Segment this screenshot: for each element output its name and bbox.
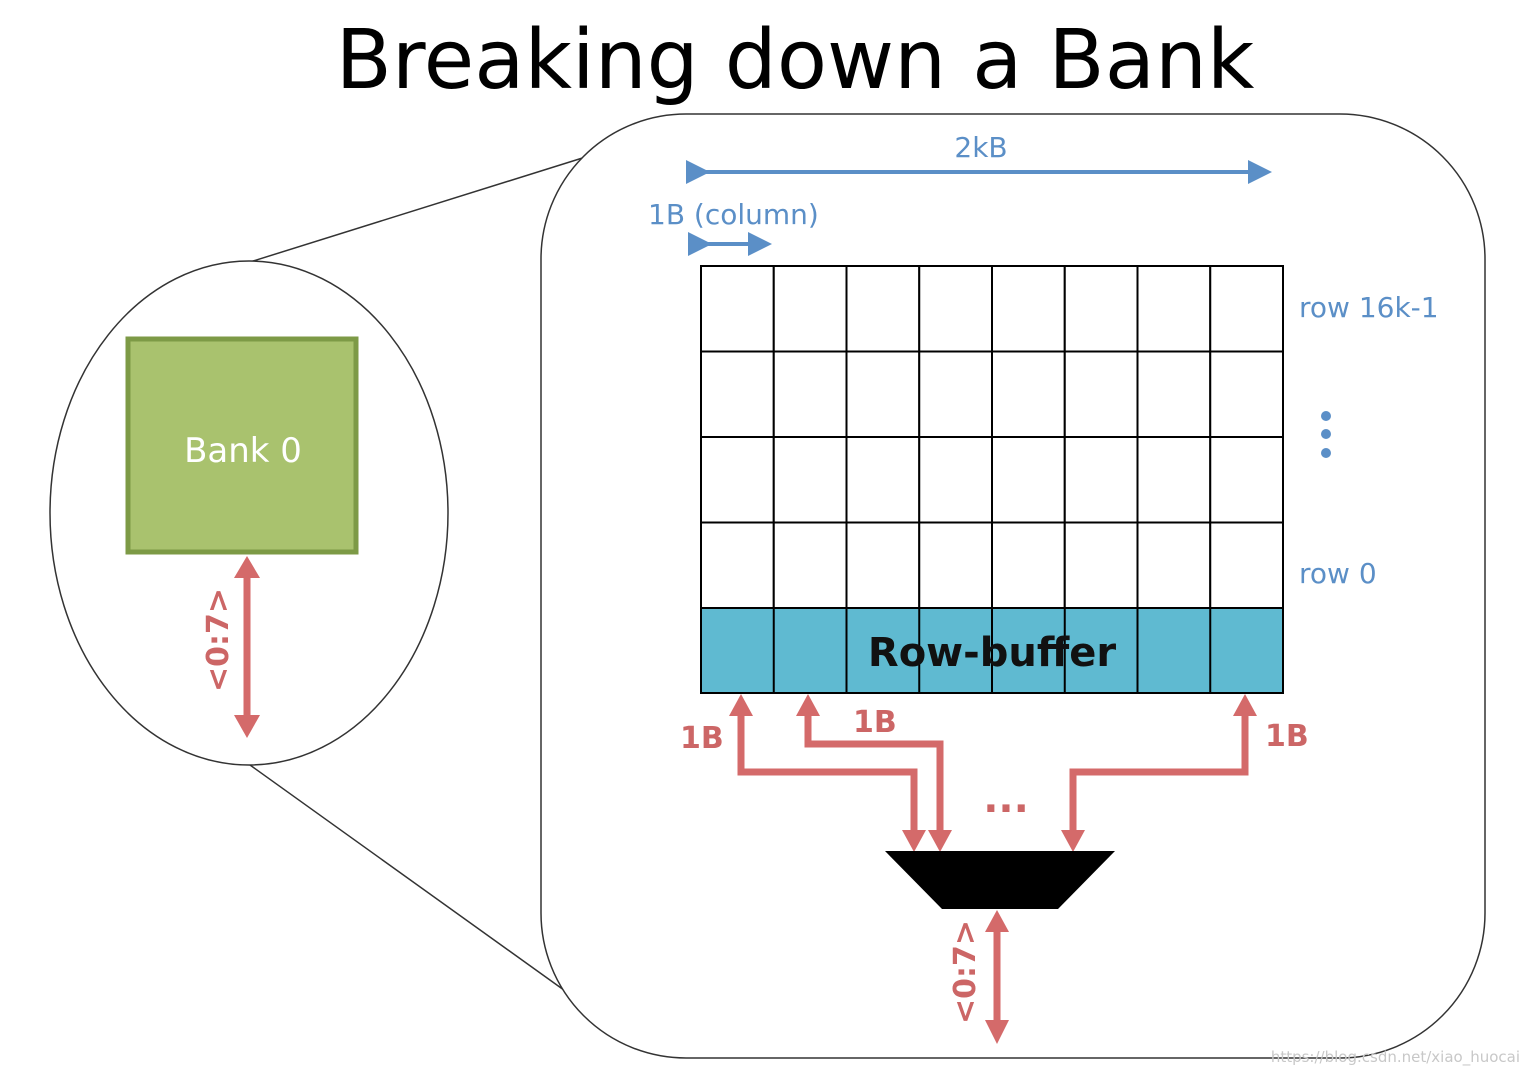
memory-cell (772, 436, 848, 524)
rows-ellipsis-dot (1321, 411, 1331, 421)
byte-lane-arrow-1 (729, 694, 926, 852)
byte-lane-label-1: 1B (680, 721, 724, 756)
memory-cell (772, 265, 848, 353)
memory-cell (1209, 521, 1284, 609)
memory-cell (700, 350, 775, 438)
row-buffer-dividers (772, 608, 1212, 693)
byte-lane-arrow-3 (1061, 694, 1257, 852)
memory-cell (700, 265, 775, 353)
page-title: Breaking down a Bank (336, 13, 1255, 108)
cell-array-grid (700, 265, 1284, 609)
column-mux (885, 851, 1115, 909)
zoom-line-top (249, 154, 593, 263)
memory-cell (991, 436, 1066, 524)
row-buffer-label: Row-buffer (868, 630, 1116, 676)
memory-cell (991, 521, 1066, 609)
bank-bus-arrow (234, 556, 260, 738)
memory-cell (991, 265, 1066, 353)
memory-cell (845, 265, 921, 353)
memory-cell (1209, 265, 1284, 353)
memory-cell (845, 436, 921, 524)
row-width-label: 2kB (954, 131, 1007, 164)
column-width-label: 1B (column) (648, 198, 819, 231)
memory-cell (1063, 521, 1139, 609)
memory-cell (991, 350, 1066, 438)
memory-cell (918, 265, 993, 353)
bottom-row-label: row 0 (1299, 557, 1377, 590)
byte-lane-label-2: 1B (853, 705, 897, 740)
top-row-label: row 16k-1 (1299, 291, 1439, 324)
byte-lane-ellipsis: ... (983, 776, 1029, 822)
memory-cell (918, 350, 993, 438)
memory-cell (700, 436, 775, 524)
zoom-line-bottom (249, 764, 576, 999)
memory-cell (1136, 521, 1212, 609)
memory-cell (1063, 436, 1139, 524)
memory-cell (772, 350, 848, 438)
bank-0-box (125, 336, 359, 555)
memory-cell (1136, 436, 1212, 524)
memory-cell (700, 521, 775, 609)
memory-cell (1209, 436, 1284, 524)
bank-bus-label: <0:7> (201, 588, 236, 692)
mux-output-label: <0:7> (948, 920, 983, 1024)
memory-cell (1063, 350, 1139, 438)
memory-cell (1136, 350, 1212, 438)
memory-cell (845, 350, 921, 438)
memory-cell (772, 521, 848, 609)
rows-ellipsis-dot (1321, 429, 1331, 439)
watermark: https://blog.csdn.net/xiao_huocai (1271, 1048, 1520, 1067)
bank-0-label: Bank 0 (184, 431, 302, 471)
memory-cell (1063, 265, 1139, 353)
rows-ellipsis-dot (1321, 448, 1331, 458)
memory-cell (1136, 265, 1212, 353)
memory-cell (845, 521, 921, 609)
memory-cell (918, 521, 993, 609)
byte-lane-arrow-2 (796, 694, 952, 852)
memory-cell (918, 436, 993, 524)
memory-cell (1209, 350, 1284, 438)
mux-output-arrow (985, 910, 1009, 1044)
byte-lane-label-3: 1B (1265, 719, 1309, 754)
